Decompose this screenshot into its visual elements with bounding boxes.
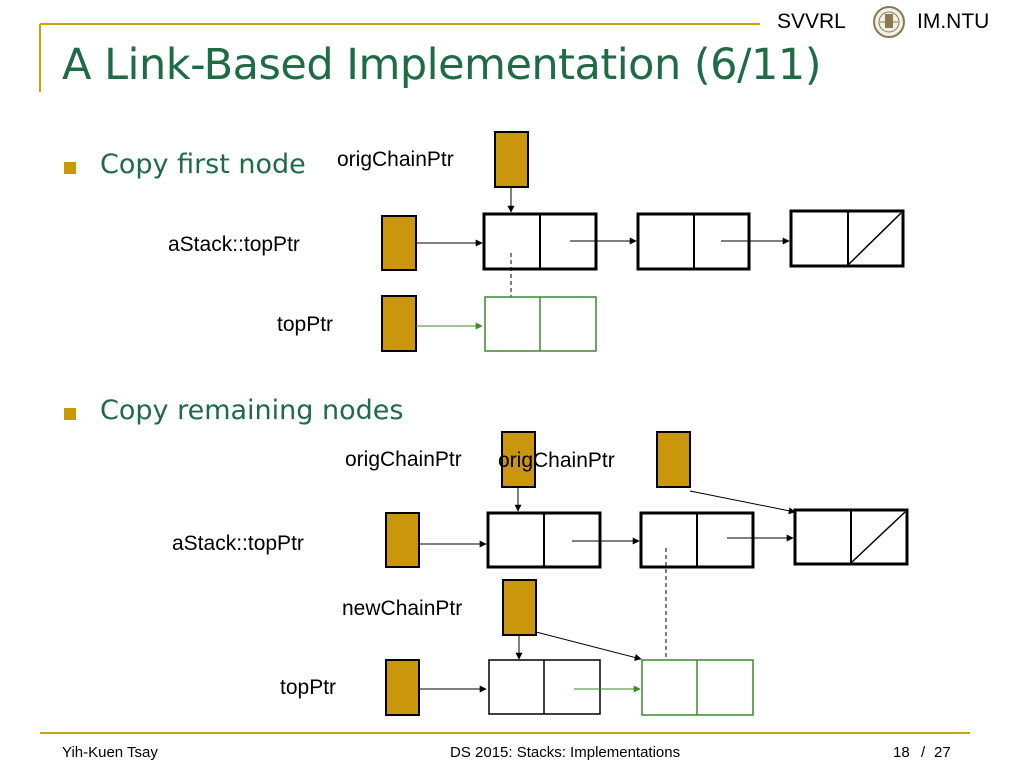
label-astack-topptr-2: aStack::topPtr bbox=[172, 532, 304, 555]
label-orig-chain-ptr-b: origChainPtr bbox=[498, 449, 615, 472]
footer-course: DS 2015: Stacks: Implementations bbox=[450, 744, 681, 761]
brand-left: SVVRL bbox=[777, 10, 846, 33]
bullet-square-icon bbox=[64, 408, 76, 420]
brand-right: IM.NTU bbox=[917, 10, 990, 33]
orig-chain-ptr-a-box bbox=[501, 431, 536, 488]
page-number-separator: / bbox=[921, 744, 926, 761]
bullet-2: Copy remaining nodes bbox=[100, 395, 404, 426]
label-orig-chain-ptr-a: origChainPtr bbox=[345, 448, 462, 471]
bullet-square-icon bbox=[64, 162, 76, 174]
bullet-1: Copy first node bbox=[100, 149, 306, 180]
label-astack-topptr: aStack::topPtr bbox=[168, 233, 300, 256]
null-slash-b bbox=[851, 511, 906, 563]
new-chain-ptr-box bbox=[502, 579, 537, 636]
label-topptr: topPtr bbox=[277, 313, 334, 336]
new-node-2-b bbox=[641, 659, 754, 716]
footer-author: Yih-Kuen Tsay bbox=[62, 744, 158, 761]
astack-topptr-box bbox=[381, 215, 417, 271]
label-new-chain-ptr: newChainPtr bbox=[342, 597, 463, 620]
orig-chain-ptr-box bbox=[494, 131, 529, 188]
topptr-box bbox=[381, 295, 417, 352]
orig-node-1-b bbox=[486, 511, 602, 569]
topptr-box-2 bbox=[385, 659, 420, 716]
label-orig-chain-ptr: origChainPtr bbox=[337, 148, 454, 171]
astack-topptr-box-2 bbox=[385, 512, 420, 568]
new-node-1-b bbox=[488, 659, 601, 715]
ntu-seal-icon bbox=[873, 6, 905, 38]
new-node-1 bbox=[484, 296, 597, 352]
orig-node-2-b bbox=[639, 511, 755, 569]
null-slash bbox=[848, 212, 902, 265]
page-title: A Link-Based Implementation (6/11) bbox=[62, 40, 822, 90]
new-chain-ptr-diag-arrow bbox=[535, 631, 642, 661]
orig-node-3-b bbox=[793, 508, 909, 566]
page-number-total: 27 bbox=[934, 744, 951, 761]
page-number-current: 18 bbox=[893, 744, 910, 761]
orig-node-3 bbox=[789, 209, 905, 268]
label-topptr-2: topPtr bbox=[280, 676, 337, 699]
orig-chain-ptr-b-arrow bbox=[689, 490, 796, 515]
orig-chain-ptr-b-box bbox=[656, 431, 691, 488]
